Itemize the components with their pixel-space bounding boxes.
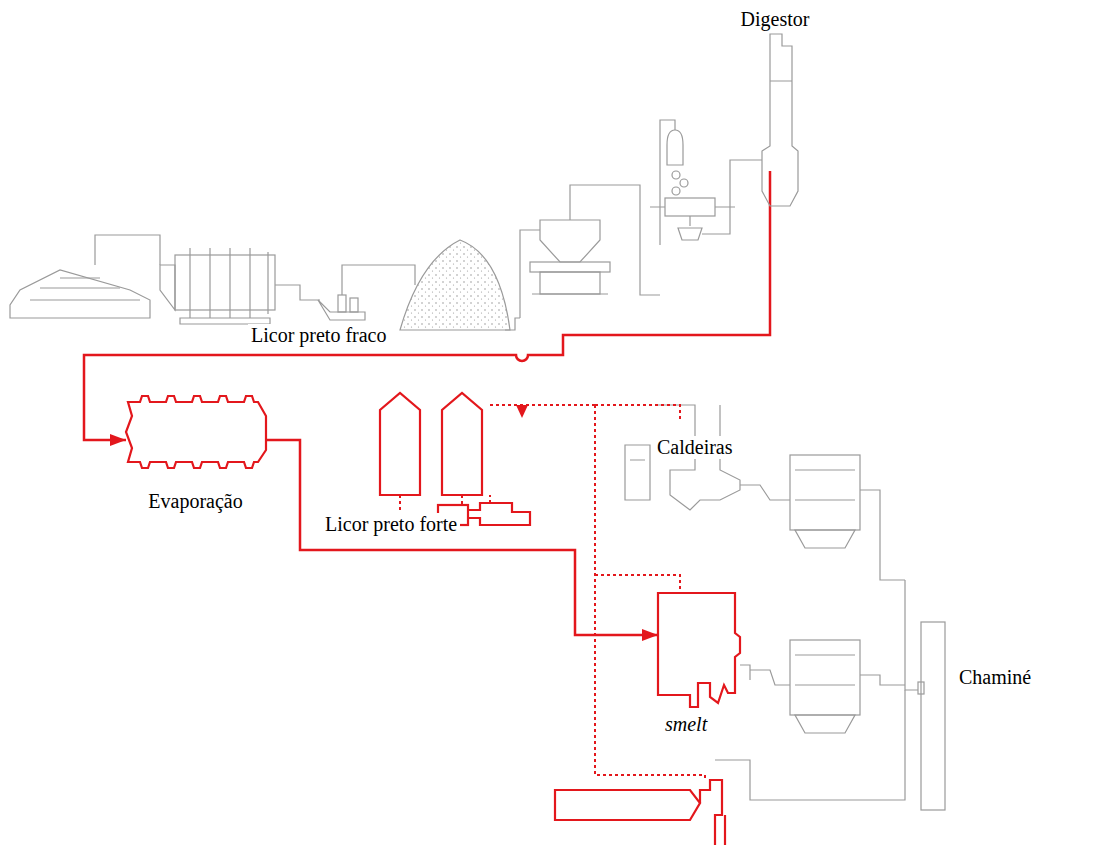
node-label: Digestor bbox=[741, 8, 810, 31]
recovery-boiler: smelt bbox=[650, 585, 760, 745]
node-label: Chaminé bbox=[959, 666, 1031, 689]
node-label: smelt bbox=[665, 713, 707, 736]
group-label: Caldeiras bbox=[655, 436, 735, 459]
fiber-line bbox=[10, 120, 924, 800]
node-label: Evaporação bbox=[148, 490, 242, 513]
liquor-line bbox=[266, 440, 658, 641]
chimney-stack: Chaminé bbox=[915, 618, 1055, 818]
evaporation-plant: Evaporação bbox=[118, 388, 273, 523]
dotted-arrowhead bbox=[516, 405, 528, 418]
recovery-equipment bbox=[380, 393, 725, 845]
liquor-line bbox=[84, 171, 770, 446]
digestor-vessel-outline bbox=[720, 6, 830, 218]
edge-label: Licor preto forte bbox=[322, 513, 460, 536]
chimney-stack-outline bbox=[915, 618, 1055, 818]
digestor-vessel: Digestor bbox=[720, 6, 830, 218]
edge-label: Licor preto fraco bbox=[248, 324, 389, 347]
